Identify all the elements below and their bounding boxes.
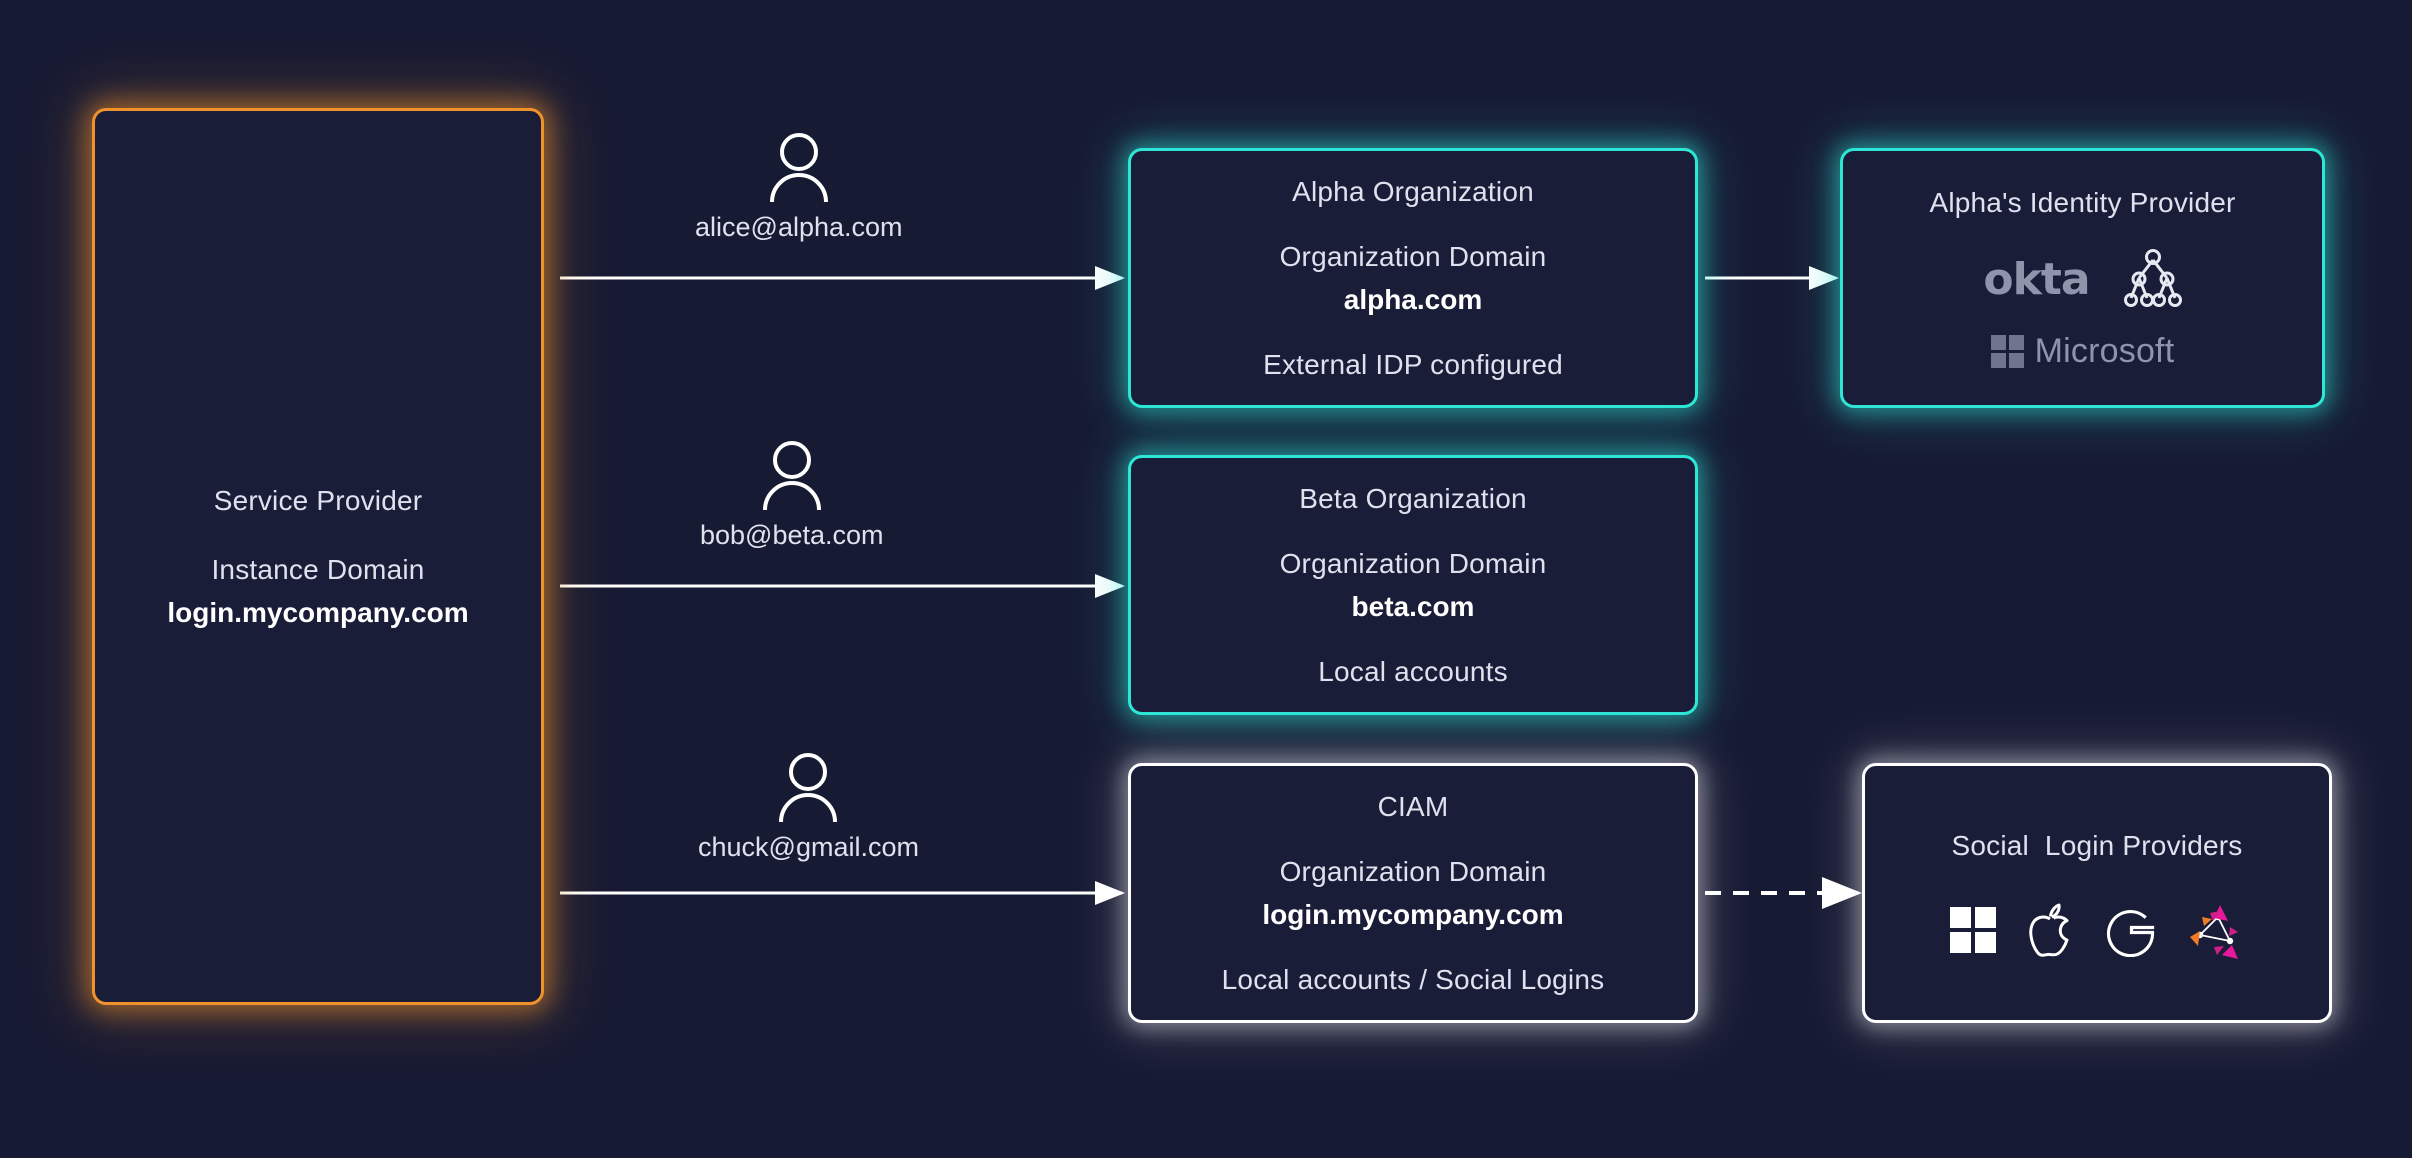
organization-domain-value: alpha.com bbox=[1343, 284, 1483, 315]
user-email-label: alice@alpha.com bbox=[695, 212, 903, 242]
organization-domain-value: beta.com bbox=[1351, 591, 1475, 622]
service-provider-title: Service Provider bbox=[213, 485, 423, 516]
organization-accounts-note: Local accounts bbox=[1318, 656, 1508, 687]
service-provider-box[interactable]: Service Provider Instance Domain login.m… bbox=[92, 108, 544, 1005]
organization-domain-label: Organization Domain bbox=[1279, 856, 1547, 887]
microsoft-logo: Microsoft bbox=[2034, 332, 2175, 370]
alpha-organization-box[interactable]: Alpha Organization Organization Domain a… bbox=[1128, 148, 1698, 408]
identity-provider-title: Alpha's Identity Provider bbox=[1929, 187, 2236, 218]
organization-accounts-note: External IDP configured bbox=[1263, 349, 1563, 380]
user-icon bbox=[769, 133, 828, 202]
organization-name: Alpha Organization bbox=[1292, 176, 1534, 207]
apple-logo bbox=[2029, 903, 2069, 957]
windows-logo bbox=[1950, 906, 1996, 953]
social-providers-title: Social Login Providers bbox=[1951, 829, 2243, 861]
user-alice[interactable]: alice@alpha.com bbox=[695, 130, 903, 243]
network-logo bbox=[2190, 904, 2238, 959]
user-icon bbox=[779, 753, 838, 822]
instance-domain-value: login.mycompany.com bbox=[167, 597, 469, 628]
organization-domain-value: login.mycompany.com bbox=[1262, 899, 1564, 930]
alpha-identity-provider-box[interactable]: Alpha's Identity Provider okta bbox=[1840, 148, 2325, 408]
social-login-providers-box[interactable]: Social Login Providers bbox=[1862, 763, 2332, 1023]
ldap-tree-icon bbox=[2123, 249, 2182, 307]
social-logo-row bbox=[1950, 901, 2244, 959]
user-email-label: chuck@gmail.com bbox=[698, 832, 919, 862]
idp-logo-row-microsoft: Microsoft bbox=[1990, 332, 2175, 371]
user-bob[interactable]: bob@beta.com bbox=[700, 438, 884, 551]
okta-logo: okta bbox=[1983, 253, 2090, 305]
microsoft-squares-icon bbox=[1990, 335, 2024, 368]
organization-name: Beta Organization bbox=[1299, 483, 1527, 514]
organization-accounts-note: Local accounts / Social Logins bbox=[1221, 964, 1605, 995]
google-logo bbox=[2106, 909, 2155, 957]
instance-domain-label: Instance Domain bbox=[211, 554, 425, 585]
organization-domain-label: Organization Domain bbox=[1279, 548, 1547, 579]
organization-domain-label: Organization Domain bbox=[1279, 241, 1547, 272]
user-icon bbox=[762, 441, 821, 510]
beta-organization-box[interactable]: Beta Organization Organization Domain be… bbox=[1128, 455, 1698, 715]
idp-logo-row-primary: okta bbox=[1983, 248, 2182, 310]
organization-name: CIAM bbox=[1377, 791, 1449, 822]
ciam-organization-box[interactable]: CIAM Organization Domain login.mycompany… bbox=[1128, 763, 1698, 1023]
user-email-label: bob@beta.com bbox=[700, 520, 884, 550]
user-chuck[interactable]: chuck@gmail.com bbox=[698, 750, 919, 863]
